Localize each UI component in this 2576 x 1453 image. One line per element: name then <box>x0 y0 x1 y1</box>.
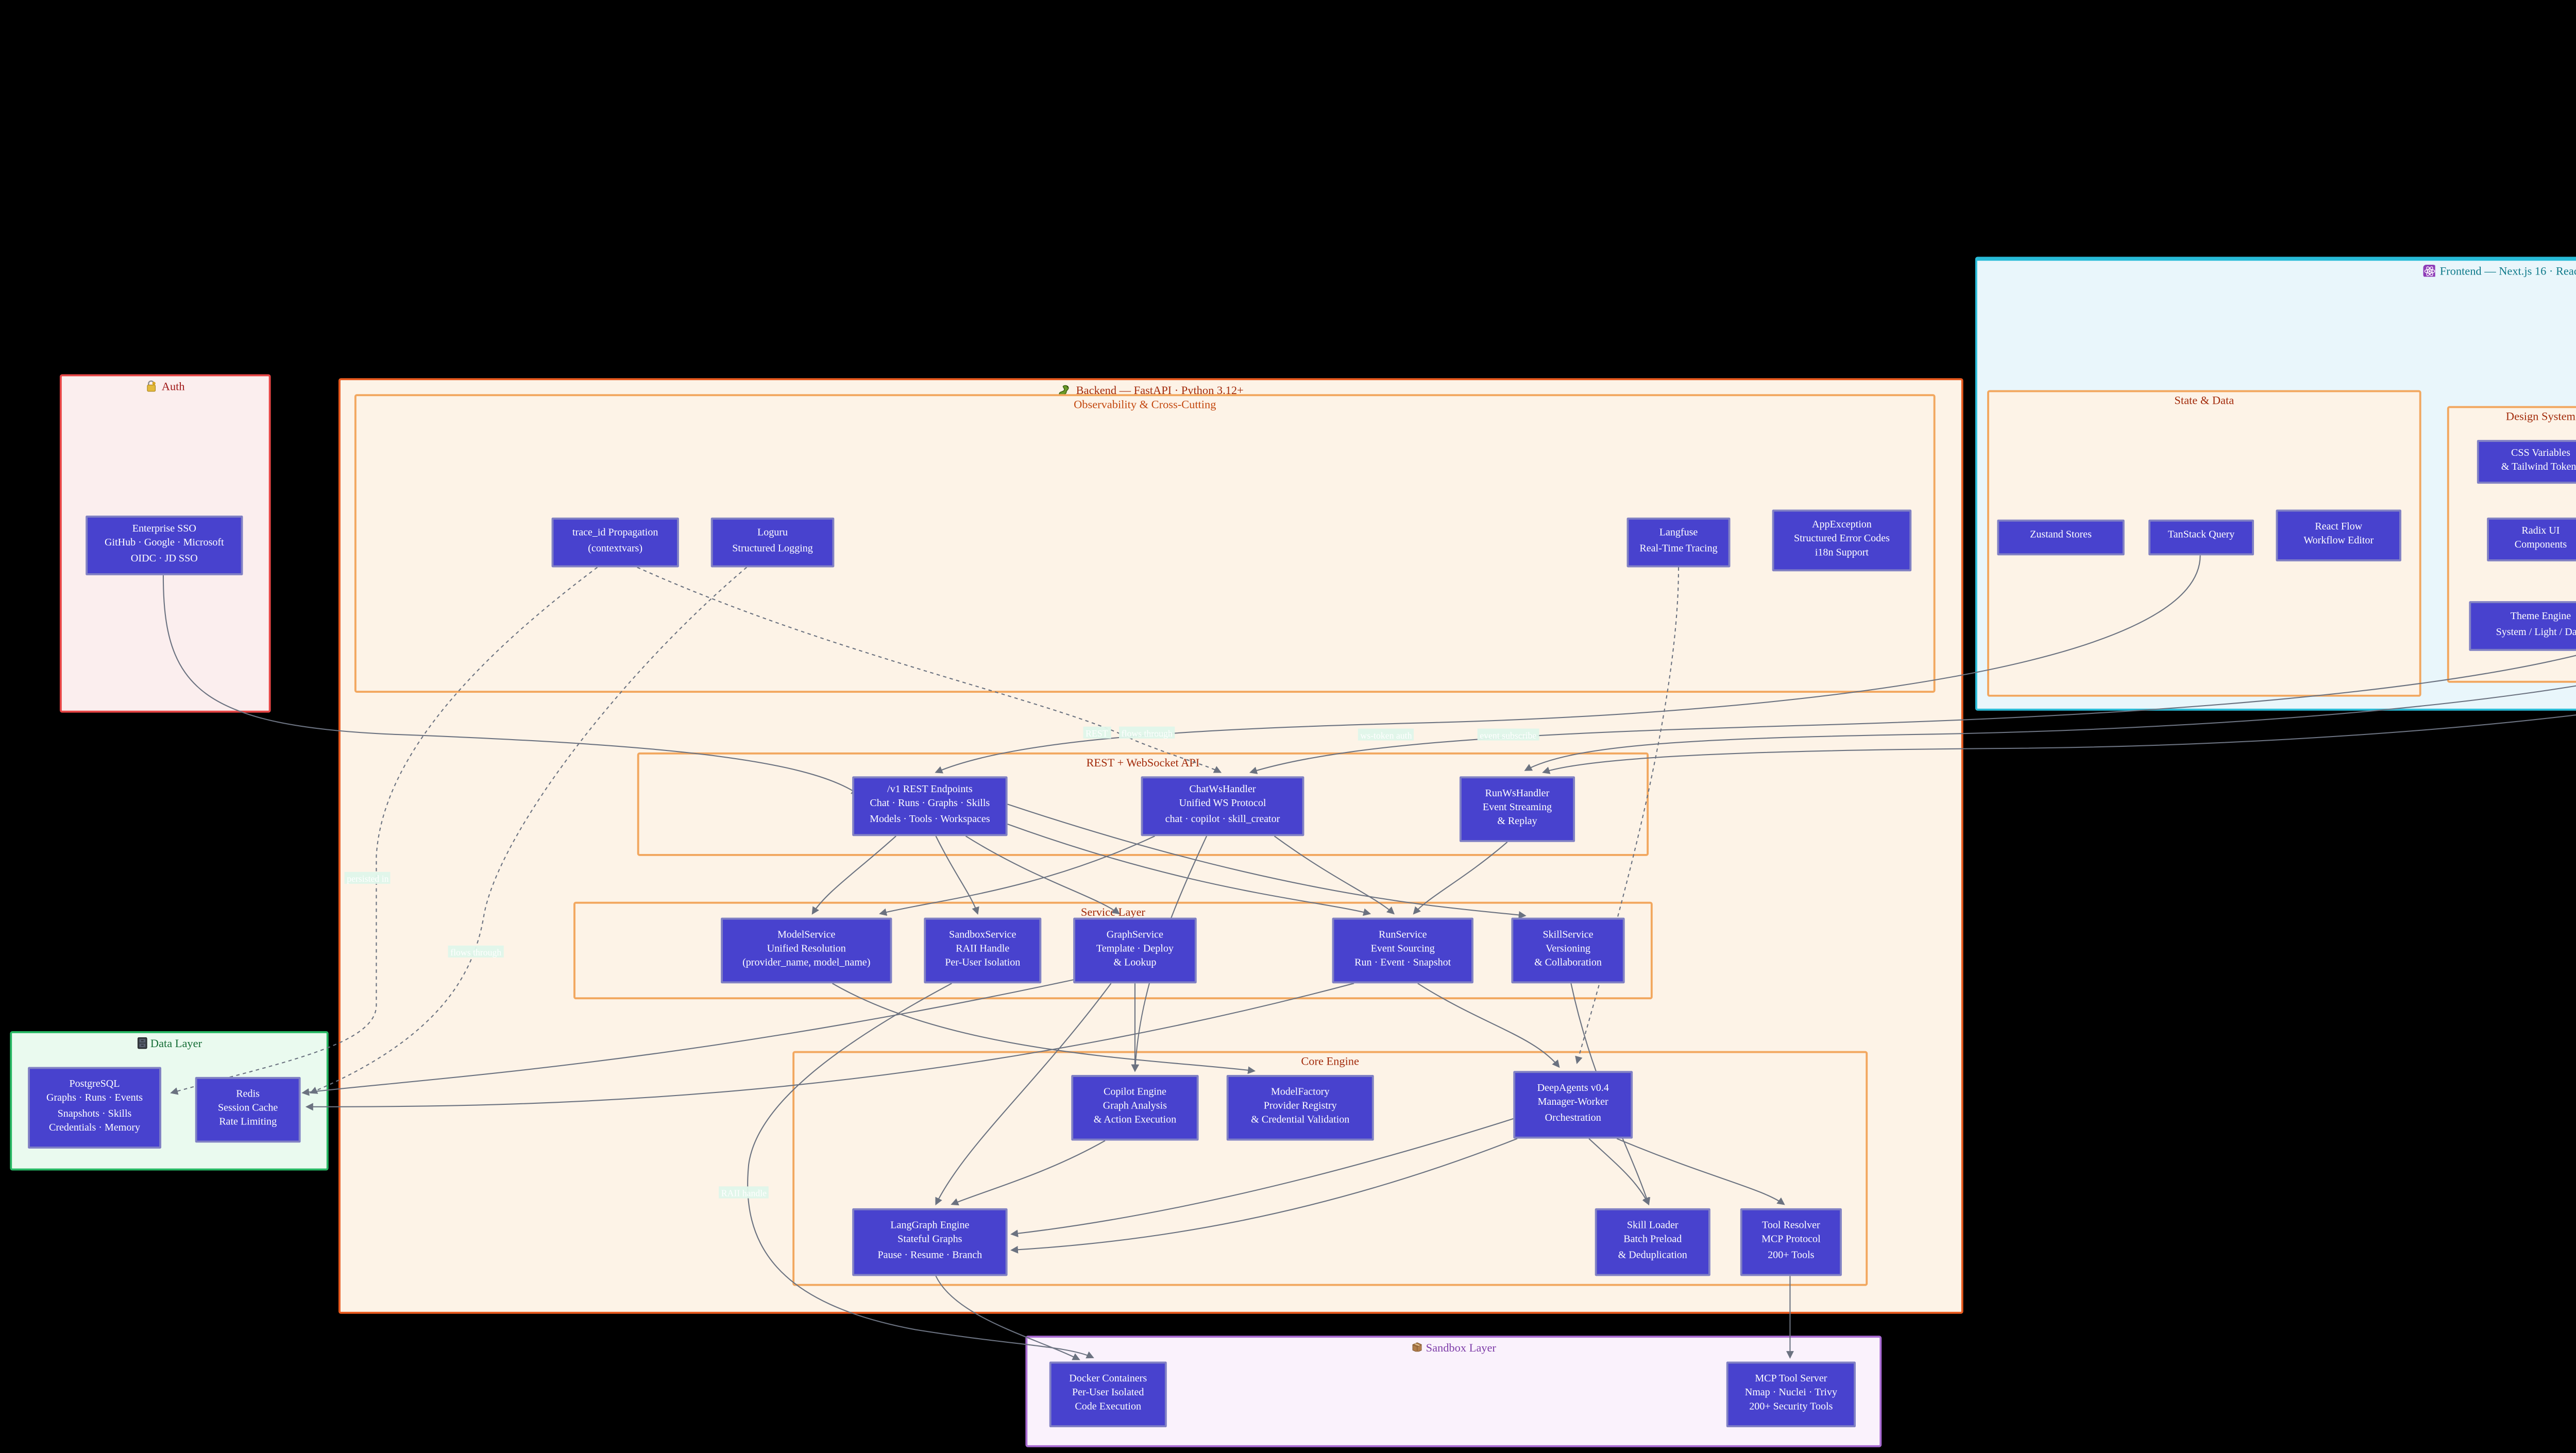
edge-label-event-subscribe: event subscribe <box>1477 728 1539 742</box>
node-run-service: RunService Event Sourcing Run · Event · … <box>1332 917 1473 984</box>
node-deep-agents: DeepAgents v0.4 Manager-Worker Orchestra… <box>1513 1071 1633 1139</box>
node-css-variables: CSS Variables & Tailwind Tokens <box>2477 440 2576 484</box>
node-react-flow: React Flow Workflow Editor <box>2276 509 2401 561</box>
edge-label-flows-through-top: flows through <box>1119 726 1175 740</box>
design-system-title: Design System <box>2505 412 2575 424</box>
node-mcp-tool-server: MCP Tool Server Nmap · Nuclei · Trivy 20… <box>1726 1361 1856 1428</box>
node-app-exception: AppException Structured Error Codes i18n… <box>1772 509 1912 572</box>
data-layer-title: Data Layer <box>150 1038 202 1051</box>
node-langgraph-engine: LangGraph Engine Stateful Graphs Pause ·… <box>852 1208 1008 1276</box>
sandbox-layer-title: Sandbox Layer <box>1426 1342 1496 1355</box>
core-engine-title: Core Engine <box>1301 1056 1359 1069</box>
node-rest-endpoints: /v1 REST Endpoints Chat · Runs · Graphs … <box>852 776 1008 836</box>
snake-icon <box>1058 384 1072 401</box>
node-sandbox-service: SandboxService RAII Handle Per-User Isol… <box>924 917 1042 984</box>
node-docker-containers: Docker Containers Per-User Isolated Code… <box>1049 1361 1167 1428</box>
node-redis: Redis Session Cache Rate Limiting <box>195 1076 301 1143</box>
node-postgresql: PostgreSQL Graphs · Runs · Events Snapsh… <box>28 1067 162 1149</box>
lock-icon <box>146 380 158 397</box>
file-cabinet-icon <box>137 1037 146 1054</box>
node-run-ws-handler: RunWsHandler Event Streaming & Replay <box>1459 776 1575 842</box>
node-loguru: Loguru Structured Logging <box>710 517 835 568</box>
observability-title: Observability & Cross-Cutting <box>1074 400 1216 412</box>
node-tool-resolver: Tool Resolver MCP Protocol 200+ Tools <box>1740 1208 1842 1276</box>
node-model-service: ModelService Unified Resolution (provide… <box>721 917 892 984</box>
edge-label-ws-token-auth: ws-token auth <box>1358 728 1415 742</box>
node-trace-id-propagation: trace_id Propagation (contextvars) <box>551 517 679 568</box>
edge-label-rest: REST <box>1083 726 1111 740</box>
state-data-title: State & Data <box>2174 396 2234 408</box>
node-langfuse: Langfuse Real-Time Tracing <box>1626 517 1731 568</box>
node-tanstack-query: TanStack Query <box>2148 519 2254 556</box>
edge-label-persisted-in: persisted in <box>344 871 392 885</box>
package-icon <box>1411 1341 1422 1357</box>
node-skill-service: SkillService Versioning & Collaboration <box>1511 917 1625 984</box>
edge-label-flows-through-left: flows through <box>448 945 504 959</box>
node-radix-ui: Radix UI Components <box>2487 517 2576 561</box>
node-graph-service: GraphService Template · Deploy & Lookup <box>1073 917 1197 984</box>
frontend-title: Frontend — Next.js 16 · React 19 · TypeS… <box>2439 267 2576 279</box>
edge-label-raii-handle: RAII handle <box>719 1186 769 1200</box>
node-model-factory: ModelFactory Provider Registry & Credent… <box>1226 1074 1374 1141</box>
node-skill-loader: Skill Loader Batch Preload & Deduplicati… <box>1595 1208 1710 1276</box>
rest-ws-title: REST + WebSocket API <box>1086 758 1200 770</box>
node-theme-engine: Theme Engine System / Light / Dark <box>2469 601 2576 651</box>
auth-title: Auth <box>161 382 185 394</box>
node-enterprise-sso: Enterprise SSO GitHub · Google · Microso… <box>86 515 243 575</box>
node-chat-ws-handler: ChatWsHandler Unified WS Protocol chat ·… <box>1141 776 1304 836</box>
node-zustand-stores: Zustand Stores <box>1997 519 2125 556</box>
atom-icon <box>2422 264 2436 282</box>
node-copilot-engine: Copilot Engine Graph Analysis & Action E… <box>1071 1074 1199 1141</box>
